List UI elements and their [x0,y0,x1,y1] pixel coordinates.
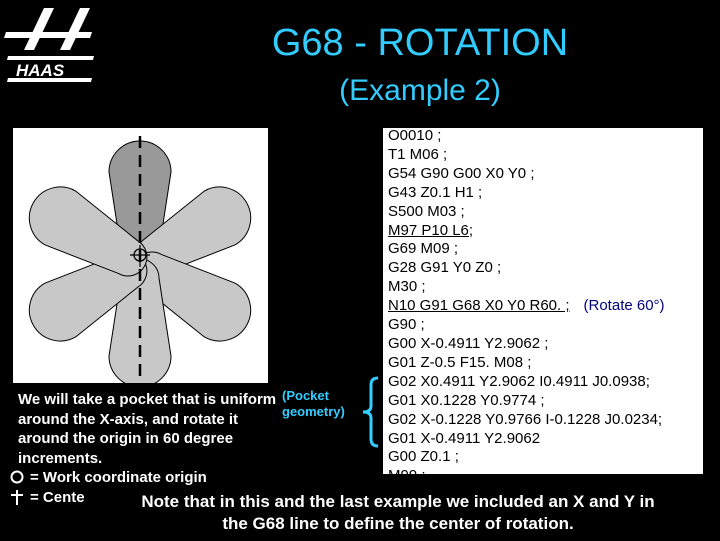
code-panel [383,128,703,474]
work-origin-marker-icon [130,245,150,267]
center-of-rotation-icon [11,490,23,505]
pocket-brace-icon [362,376,379,448]
legend-center-rotation-text: = Cente [30,489,85,506]
code-line: G90 ; [388,316,665,335]
code-line: G01 X-0.4911 Y2.9062 [388,430,665,449]
code-text: G02 X0.4911 Y2.9062 I0.4911 J0.0938; [388,372,650,390]
code-text: G00 Z0.1 ; [388,448,459,466]
code-line: G02 X0.4911 Y2.9062 I0.4911 J0.0938; [388,373,665,392]
note-line1: Note that in this and the last example w… [141,492,655,511]
code-line: N10 G91 G68 X0 Y0 R60. ; (Rotate 60°) [388,297,665,316]
code-text: G01 X0.1228 Y0.9774 ; [388,391,545,409]
code-text: G28 G91 Y0 Z0 ; [388,259,502,277]
code-text: G54 G90 G00 X0 Y0 ; [388,164,535,182]
code-text: G01 X-0.4911 Y2.9062 [388,429,541,447]
code-line: O0010 ; [388,127,665,146]
rotation-figure-svg [28,136,252,383]
legend-work-origin: = Work coordinate origin [10,469,207,486]
code-line: G43 Z0.1 H1 ; [388,184,665,203]
code-line: G01 X0.1228 Y0.9774 ; [388,392,665,411]
code-text-subprogram-call: M97 P10 L6; [388,221,474,239]
petal-group [28,136,252,383]
program-listing: O0010 ; T1 M06 ; G54 G90 G00 X0 Y0 ; G43… [388,127,665,486]
pocket-label-line2: geometry) [282,404,345,419]
code-text: T1 M06 ; [388,145,448,163]
code-text-rotation-line: N10 G91 G68 X0 Y0 R60. ; [388,297,570,315]
code-line: G01 Z-0.5 F15. M08 ; [388,354,665,373]
code-text: O0010 ; [388,127,442,144]
page-subtitle: (Example 2) [339,74,501,107]
code-line: G00 Z0.1 ; [388,448,665,467]
code-line: M30 ; [388,278,665,297]
code-text: M30 ; [388,278,426,296]
code-text: G00 X-0.4911 Y2.9062 ; [388,334,549,352]
legend-center-rotation: = Cente [10,489,85,506]
code-line: S500 M03 ; [388,203,665,222]
code-text: G02 X-0.1228 Y0.9766 I-0.1228 J0.0234; [388,410,663,428]
code-line: G02 X-0.1228 Y0.9766 I-0.1228 J0.0234; [388,411,665,430]
code-line: G28 G91 Y0 Z0 ; [388,259,665,278]
code-text: M99 ; [388,467,426,485]
description-text: We will take a pocket that is uniform ar… [18,391,277,467]
code-line: G69 M09 ; [388,240,665,259]
code-line: G00 X-0.4911 Y2.9062 ; [388,335,665,354]
pocket-geometry-label: (Pocket geometry) [282,388,345,420]
rotation-annotation: (Rotate 60°) [583,297,665,315]
pocket-label-line1: (Pocket [282,388,329,403]
code-line: T1 M06 ; [388,146,665,165]
code-text: G90 ; [388,316,425,334]
pocket-petal-4 [28,251,148,342]
note-box: Note that in this and the last example w… [98,488,698,541]
haas-logo-icon: HAAS [4,8,94,82]
code-text: G43 Z0.1 H1 ; [388,183,483,201]
code-text: G69 M09 ; [388,240,459,258]
rotation-figure [13,128,268,383]
note-line2: the G68 line to define the center of rot… [222,514,574,533]
logo-text: HAAS [16,61,65,80]
legend-work-origin-text: = Work coordinate origin [30,469,207,486]
code-text: S500 M03 ; [388,202,465,220]
code-line: G54 G90 G00 X0 Y0 ; [388,165,665,184]
haas-logo: HAAS [4,6,100,86]
work-coordinate-origin-icon [10,470,24,484]
page-title: G68 - ROTATION [271,22,569,64]
code-line: M97 P10 L6; [388,222,665,241]
code-text: G01 Z-0.5 F15. M08 ; [388,353,532,371]
code-line: M99 ; [388,467,665,486]
